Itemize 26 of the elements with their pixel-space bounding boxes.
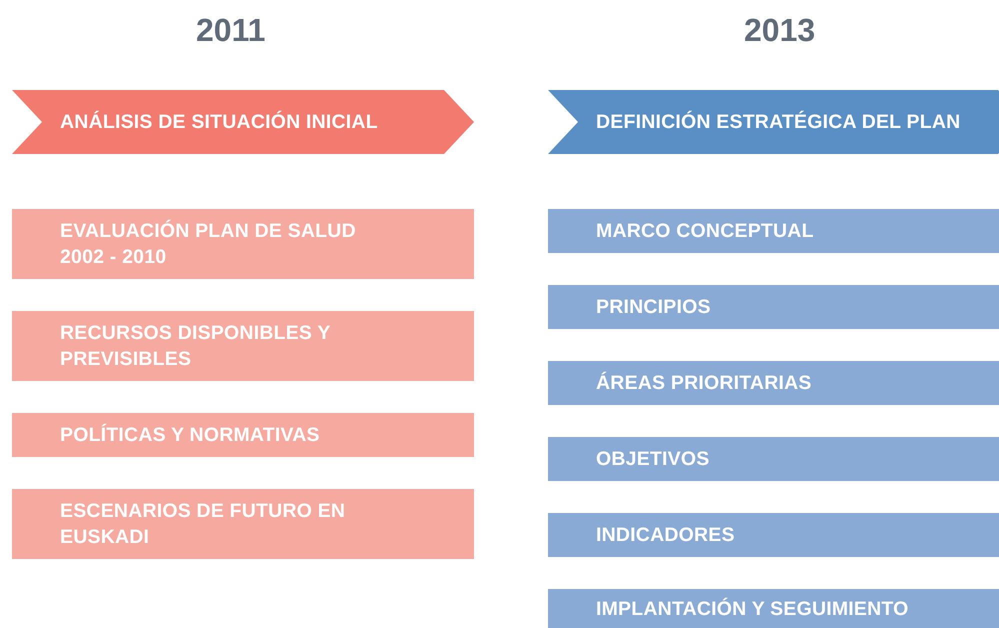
topic-label: POLÍTICAS Y NORMATIVAS (60, 422, 321, 448)
topic-label: ESCENARIOS DE FUTURO EN EUSKADI (60, 499, 346, 550)
topic-label: OBJETIVOS (596, 447, 710, 472)
banner-title: DEFINICIÓN ESTRATÉGICA DEL PLAN (596, 110, 962, 135)
topic-box (548, 209, 999, 253)
topic-label: PRINCIPIOS (596, 295, 712, 320)
topic-label: INDICADORES (596, 523, 736, 548)
topic-box (548, 285, 999, 329)
banner-title: ANÁLISIS DE SITUACIÓN INICIAL (60, 110, 379, 135)
topic-label: EVALUACIÓN PLAN DE SALUD 2002 - 2010 (60, 218, 357, 270)
topic-box (12, 311, 474, 381)
topic-box (548, 361, 999, 405)
topic-box (12, 489, 474, 559)
topic-box (12, 413, 474, 457)
year-heading: 2011 (196, 12, 266, 49)
topic-label: ÁREAS PRIORITARIAS (596, 370, 813, 396)
topic-box (548, 589, 999, 628)
topic-label: MARCO CONCEPTUAL (596, 219, 815, 244)
topic-box (548, 437, 999, 481)
topic-box (12, 209, 474, 279)
topic-label: IMPLANTACIÓN Y SEGUIMIENTO (596, 596, 910, 622)
topic-label: RECURSOS DISPONIBLES Y PREVISIBLES (60, 321, 332, 372)
chevron-banner (548, 90, 999, 154)
chevron-banner (12, 90, 474, 154)
year-heading: 2013 (744, 12, 816, 49)
topic-box (548, 513, 999, 557)
